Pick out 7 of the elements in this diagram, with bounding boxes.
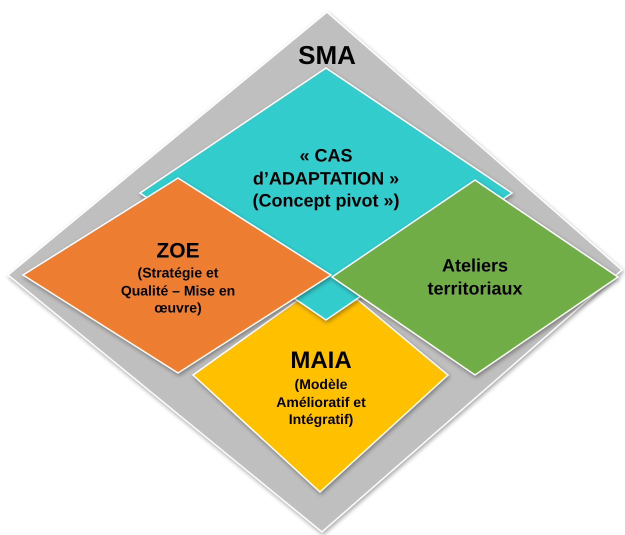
node-title: « CAS d’ADAPTATION » (Concept pivot »): [252, 144, 400, 212]
node-title: Ateliers territoriaux: [426, 254, 524, 300]
node-subtitle: (Stratégie et Qualité – Mise en œuvre): [120, 264, 236, 318]
node-title: ZOE: [156, 238, 200, 265]
node-subtitle: (Modèle Amélioratif et Intégratif): [275, 376, 367, 428]
node-title: MAIA: [290, 346, 352, 376]
node-title: SMA: [298, 38, 356, 72]
